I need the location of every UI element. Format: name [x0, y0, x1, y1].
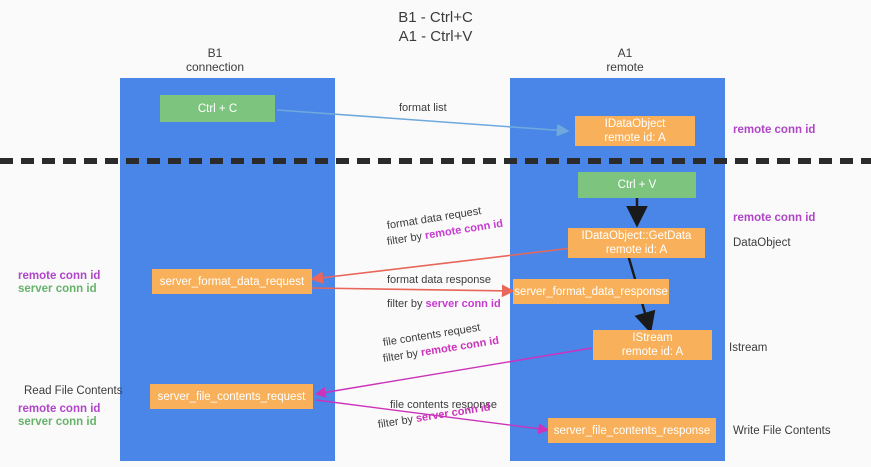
- column-header-b1-name: B1: [207, 46, 223, 60]
- flow-label-file-contents-response-line1: file contents response: [390, 399, 498, 411]
- column-header-b1: B1 connection: [155, 46, 275, 74]
- filter-prefix: filter by: [387, 298, 426, 310]
- box-server-file-contents-request-label: server_file_contents_request: [157, 390, 306, 403]
- box-server-file-contents-response[interactable]: server_file_contents_response: [548, 418, 716, 443]
- box-getdata-label: IDataObject::GetData: [581, 230, 692, 242]
- annotation-left-remote-conn-id-2: remote conn id: [18, 403, 101, 415]
- box-istream-sublabel: remote id: A: [621, 346, 684, 358]
- annotation-istream: Istream: [729, 342, 768, 354]
- annotation-read-file-contents: Read File Contents: [24, 385, 123, 397]
- filter-prefix: filter by: [377, 413, 417, 431]
- column-header-b1-sub: connection: [185, 60, 245, 74]
- box-ctrl-c-label: Ctrl + C: [197, 102, 238, 115]
- column-header-a1: A1 remote: [565, 46, 685, 74]
- box-server-file-contents-request[interactable]: server_file_contents_request: [150, 384, 313, 409]
- box-idataobject-getdata[interactable]: IDataObject::GetData remote id: A: [568, 228, 705, 258]
- flow-label-format-data-response-line2: filter by server conn id: [387, 297, 501, 311]
- box-server-format-data-response-label: server_format_data_response: [514, 285, 668, 298]
- flow-label-file-contents-request: file contents request filter by remote c…: [382, 322, 500, 366]
- box-idataobject-sublabel: remote id: A: [604, 132, 666, 144]
- flow-label-format-data-response-line1: format data response: [387, 274, 491, 286]
- column-header-a1-sub: remote: [606, 60, 644, 74]
- filter-prefix: filter by: [386, 230, 426, 248]
- box-istream[interactable]: IStream remote id: A: [593, 330, 712, 360]
- filter-value-server-conn-id: server conn id: [425, 298, 501, 310]
- box-ctrl-v[interactable]: Ctrl + V: [578, 172, 696, 198]
- flow-label-format-list: format list: [399, 101, 447, 115]
- title-line-2: A1 - Ctrl+V: [398, 28, 473, 45]
- flow-label-file-contents-response: file contents response filter by server …: [377, 398, 498, 432]
- annotation-left-remote-conn-id: remote conn id: [18, 270, 101, 282]
- box-server-format-data-response[interactable]: server_format_data_response: [513, 279, 669, 304]
- column-header-a1-name: A1: [617, 46, 633, 60]
- annotation-write-file-contents: Write File Contents: [733, 425, 831, 437]
- box-idataobject-label: IDataObject: [604, 118, 666, 130]
- box-istream-label: IStream: [632, 332, 673, 344]
- flow-label-format-data-response: format data response filter by server co…: [387, 273, 501, 311]
- box-getdata-sublabel: remote id: A: [605, 244, 668, 256]
- annotation-left-server-conn-id-2: server conn id: [18, 416, 97, 428]
- box-server-file-contents-response-label: server_file_contents_response: [553, 424, 711, 437]
- diagram-title: B1 - Ctrl+C A1 - Ctrl+V: [0, 8, 871, 46]
- annotation-dataobject: DataObject: [733, 237, 791, 249]
- box-server-format-data-request-label: server_format_data_request: [159, 275, 305, 288]
- box-server-format-data-request[interactable]: server_format_data_request: [152, 269, 312, 294]
- annotation-remote-conn-id-top: remote conn id: [733, 124, 816, 136]
- title-line-1: B1 - Ctrl+C: [398, 9, 473, 26]
- annotation-left-server-conn-id: server conn id: [18, 283, 97, 295]
- phase-divider: [0, 158, 871, 164]
- flow-label-format-list-text: format list: [399, 102, 447, 114]
- flow-label-format-data-request: format data request filter by remote con…: [386, 205, 504, 249]
- box-ctrl-v-label: Ctrl + V: [617, 179, 657, 191]
- box-idataobject[interactable]: IDataObject remote id: A: [575, 116, 695, 146]
- filter-prefix: filter by: [382, 347, 422, 365]
- box-ctrl-c[interactable]: Ctrl + C: [160, 95, 275, 122]
- annotation-remote-conn-id-mid: remote conn id: [733, 212, 816, 224]
